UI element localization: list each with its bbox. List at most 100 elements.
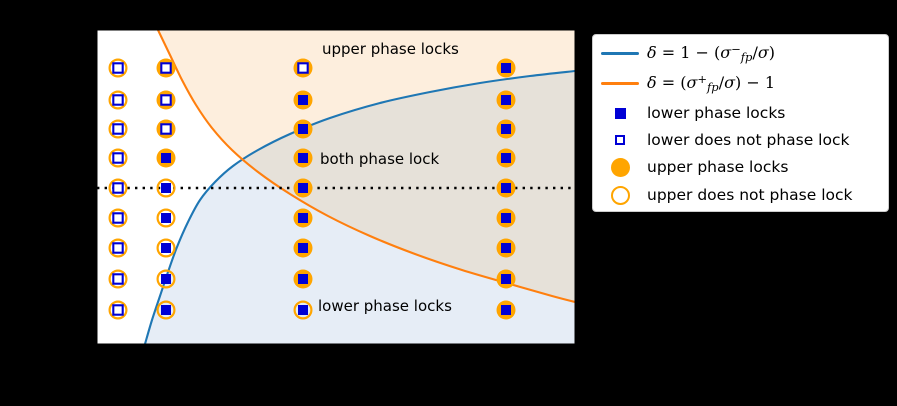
legend-label-lower-locks: lower phase locks — [647, 104, 786, 122]
upper-not-locks-circle-icon — [156, 208, 176, 228]
lower-locks-square-icon — [298, 305, 308, 315]
grid-marker — [293, 148, 313, 168]
grid-marker — [108, 300, 128, 320]
grid-marker — [108, 208, 128, 228]
lower-not-locks-square-icon — [112, 94, 124, 106]
grid-marker — [108, 178, 128, 198]
marker-grid — [108, 58, 516, 320]
legend-entry-lower-not-locks: lower does not phase lock — [593, 126, 888, 154]
lower-not-locks-square-icon — [112, 62, 124, 74]
blue-line-swatch-icon — [593, 39, 647, 67]
grid-marker — [293, 300, 313, 320]
legend-entry-upper-not-locks: upper does not phase lock — [593, 181, 888, 209]
axes-frame — [96, 29, 576, 345]
grid-marker — [496, 148, 516, 168]
lower-locks-square-icon — [501, 124, 511, 134]
grid-marker — [156, 300, 176, 320]
legend: δ = 1 − (σ−fp/σ) δ = (σ+fp/σ) − 1 lower … — [592, 34, 889, 212]
lower-locks-square-icon — [501, 183, 511, 193]
grid-marker — [108, 148, 128, 168]
lower-not-locks-square-icon — [112, 152, 124, 164]
lower-locks-square-icon — [298, 95, 308, 105]
grid-marker — [293, 238, 313, 258]
lower-not-locks-square-icon — [112, 242, 124, 254]
lower-locks-square-icon — [161, 305, 171, 315]
upper-not-locks-circle-icon — [156, 238, 176, 258]
lower-locks-square-icon — [298, 274, 308, 284]
grid-marker — [496, 178, 516, 198]
orange-line-swatch-icon — [593, 69, 647, 97]
legend-entry-orange-curve: δ = (σ+fp/σ) − 1 — [593, 69, 888, 97]
lower-not-locks-square-icon — [112, 212, 124, 224]
legend-label-upper-not-locks: upper does not phase lock — [647, 186, 853, 204]
upper-not-locks-circle-icon — [108, 58, 128, 78]
grid-marker — [156, 90, 176, 110]
open-square-icon — [593, 126, 647, 154]
grid-marker — [156, 238, 176, 258]
filled-circle-icon — [593, 153, 647, 181]
legend-label-blue-equation: δ = 1 − (σ−fp/σ) — [647, 41, 775, 65]
lower-locks-square-icon — [298, 124, 308, 134]
lower-locks-square-icon — [501, 243, 511, 253]
grid-marker — [156, 148, 176, 168]
lower-locks-square-icon — [161, 183, 171, 193]
upper-not-locks-circle-icon — [108, 119, 128, 139]
grid-marker — [108, 269, 128, 289]
grid-marker — [496, 269, 516, 289]
lower-not-locks-square-icon — [112, 273, 124, 285]
upper-not-locks-circle-icon — [108, 269, 128, 289]
legend-label-upper-locks: upper phase locks — [647, 158, 789, 176]
lower-locks-square-icon — [501, 213, 511, 223]
lower-locks-square-icon — [501, 153, 511, 163]
upper-not-locks-circle-icon — [156, 178, 176, 198]
upper-not-locks-circle-icon — [108, 148, 128, 168]
grid-marker — [156, 58, 176, 78]
legend-entry-lower-locks: lower phase locks — [593, 99, 888, 127]
lower-locks-square-icon — [298, 213, 308, 223]
grid-marker — [293, 90, 313, 110]
lower-not-locks-square-icon — [160, 123, 172, 135]
grid-marker — [108, 119, 128, 139]
lower-locks-square-icon — [298, 183, 308, 193]
grid-marker — [156, 178, 176, 198]
grid-marker — [496, 58, 516, 78]
grid-marker — [496, 238, 516, 258]
upper-not-locks-circle-icon — [156, 269, 176, 289]
upper-not-locks-circle-icon — [108, 300, 128, 320]
filled-square-icon — [593, 99, 647, 127]
open-circle-icon — [593, 181, 647, 209]
lower-locks-square-icon — [161, 274, 171, 284]
grid-marker — [108, 58, 128, 78]
grid-marker — [496, 90, 516, 110]
grid-marker — [156, 208, 176, 228]
lower-locks-square-icon — [298, 153, 308, 163]
grid-marker — [293, 269, 313, 289]
lower-not-locks-square-icon — [112, 123, 124, 135]
grid-marker — [496, 208, 516, 228]
lower-locks-square-icon — [501, 95, 511, 105]
legend-label-orange-equation: δ = (σ+fp/σ) − 1 — [647, 71, 775, 95]
upper-not-locks-circle-icon — [156, 300, 176, 320]
lower-locks-square-icon — [161, 213, 171, 223]
lower-locks-square-icon — [501, 305, 511, 315]
grid-marker — [293, 178, 313, 198]
upper-not-locks-circle-icon — [108, 238, 128, 258]
lower-locks-square-icon — [161, 153, 171, 163]
upper-not-locks-circle-icon — [293, 300, 313, 320]
grid-marker — [108, 238, 128, 258]
region-fills — [97, 30, 575, 344]
grid-marker — [156, 119, 176, 139]
legend-entry-blue-curve: δ = 1 − (σ−fp/σ) — [593, 39, 888, 67]
upper-not-locks-circle-icon — [108, 90, 128, 110]
grid-marker — [293, 208, 313, 228]
lower-not-locks-square-icon — [160, 62, 172, 74]
lower-locks-square-icon — [161, 243, 171, 253]
lower-locks-square-icon — [501, 274, 511, 284]
lower-locks-square-icon — [501, 63, 511, 73]
lower-not-locks-square-icon — [112, 304, 124, 316]
legend-entry-upper-locks: upper phase locks — [593, 153, 888, 181]
grid-marker — [293, 58, 313, 78]
grid-marker — [293, 119, 313, 139]
grid-marker — [496, 300, 516, 320]
